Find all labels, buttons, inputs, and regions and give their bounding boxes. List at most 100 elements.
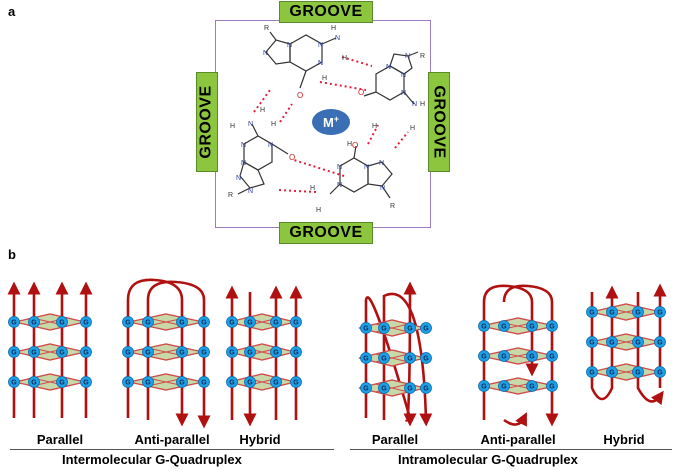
oxygen-labels: O O O O xyxy=(289,88,364,162)
atom-n: N xyxy=(263,50,268,57)
g-base-label: G xyxy=(381,356,387,363)
g-base-label: G xyxy=(11,350,17,357)
g-base xyxy=(420,322,432,334)
g-base xyxy=(632,366,644,378)
atom-n: N xyxy=(405,53,410,60)
g-base xyxy=(244,376,256,388)
svg-text:H: H xyxy=(342,55,347,62)
g-base-label: G xyxy=(125,380,131,387)
svg-text:H: H xyxy=(420,101,425,108)
r-group-labels: R R R R xyxy=(228,25,425,210)
g-base xyxy=(244,316,256,328)
g-base-label: G xyxy=(609,370,615,377)
strand xyxy=(636,292,664,406)
g-base-label: G xyxy=(657,370,663,377)
g-base-label: G xyxy=(529,384,535,391)
g-base xyxy=(80,316,92,328)
label-intra-parallel: Parallel xyxy=(371,432,419,447)
label-intra-antiparallel: Anti-parallel xyxy=(480,432,556,447)
g-base xyxy=(606,366,618,378)
g-base-label: G xyxy=(11,380,17,387)
atom-n: N xyxy=(318,60,323,67)
strand xyxy=(364,296,417,427)
g-base-label: G xyxy=(407,386,413,393)
g-base-label: G xyxy=(273,320,279,327)
g-base xyxy=(176,316,188,328)
groove-label-bottom: GROOVE xyxy=(279,222,373,244)
g-base xyxy=(498,380,510,392)
g-base-label: G xyxy=(145,380,151,387)
svg-text:H: H xyxy=(331,25,336,32)
svg-text:H: H xyxy=(271,121,276,128)
svg-text:R: R xyxy=(264,25,269,32)
atom-labels: N N N N N N N N N N N N N N N N N N N N … xyxy=(236,35,417,195)
g-base xyxy=(122,316,134,328)
g-base-label: G xyxy=(635,310,641,317)
group-label-intramolecular: Intramolecular G-Quadruplex xyxy=(398,452,578,467)
g-base xyxy=(526,350,538,362)
group-label-intermolecular: Intermolecular G-Quadruplex xyxy=(62,452,242,467)
groove-label-left: GROOVE xyxy=(196,72,218,172)
panel-b-label: b xyxy=(8,247,16,262)
g-base xyxy=(226,316,238,328)
g-base xyxy=(586,306,598,318)
g-base-label: G xyxy=(201,380,207,387)
g-base-label: G xyxy=(229,350,235,357)
g-base xyxy=(8,346,20,358)
metal-ion-label: M+ xyxy=(323,114,339,130)
g-base xyxy=(546,380,558,392)
svg-text:H: H xyxy=(230,123,235,130)
g-base-label: G xyxy=(247,380,253,387)
g-base xyxy=(142,376,154,388)
svg-text:R: R xyxy=(228,192,233,199)
g-base xyxy=(632,306,644,318)
atom-n: N xyxy=(241,142,246,149)
g-base-label: G xyxy=(363,356,369,363)
svg-text:H: H xyxy=(372,123,377,130)
atom-n: N xyxy=(318,42,323,49)
g-base xyxy=(420,382,432,394)
g-base-label: G xyxy=(31,320,37,327)
g-base xyxy=(8,316,20,328)
g-base-label: G xyxy=(273,350,279,357)
g-base xyxy=(586,366,598,378)
strand xyxy=(590,285,619,401)
guanine-top-right xyxy=(363,51,419,105)
g-base-label: G xyxy=(635,340,641,347)
g-base-label: G xyxy=(125,320,131,327)
atom-n: N xyxy=(380,185,385,192)
label-intra-hybrid: Hybrid xyxy=(603,432,645,447)
g-base-label: G xyxy=(293,350,299,357)
g-base xyxy=(270,376,282,388)
g-base-label: G xyxy=(423,386,429,393)
g-base xyxy=(270,316,282,328)
atom-n: N xyxy=(386,64,391,71)
atom-n: N xyxy=(248,188,253,195)
g-base xyxy=(654,366,666,378)
g-base xyxy=(56,376,68,388)
g-base-label: G xyxy=(549,384,555,391)
g-base xyxy=(360,352,372,364)
g-quartet-structure: N N N N N N N N N N N N N N N N N N N N … xyxy=(228,25,425,214)
atom-n: N xyxy=(335,35,340,42)
strand xyxy=(502,284,559,427)
g-base-label: G xyxy=(363,386,369,393)
groove-label-right: GROOVE xyxy=(428,72,450,172)
g-base xyxy=(56,316,68,328)
g-base-label: G xyxy=(59,380,65,387)
g-base xyxy=(290,316,302,328)
g-base xyxy=(546,320,558,332)
atom-n: N xyxy=(337,164,342,171)
svg-text:O: O xyxy=(352,141,358,150)
g-base-label: G xyxy=(125,350,131,357)
atom-n: N xyxy=(236,175,241,182)
g-base xyxy=(198,346,210,358)
g-base xyxy=(28,316,40,328)
g-base-label: G xyxy=(407,356,413,363)
label-inter-antiparallel: Anti-parallel xyxy=(134,432,210,447)
g-base-label: G xyxy=(83,380,89,387)
g-base-label: G xyxy=(31,380,37,387)
g-base xyxy=(56,346,68,358)
g-base-label: G xyxy=(229,320,235,327)
atom-n: N xyxy=(401,72,406,79)
